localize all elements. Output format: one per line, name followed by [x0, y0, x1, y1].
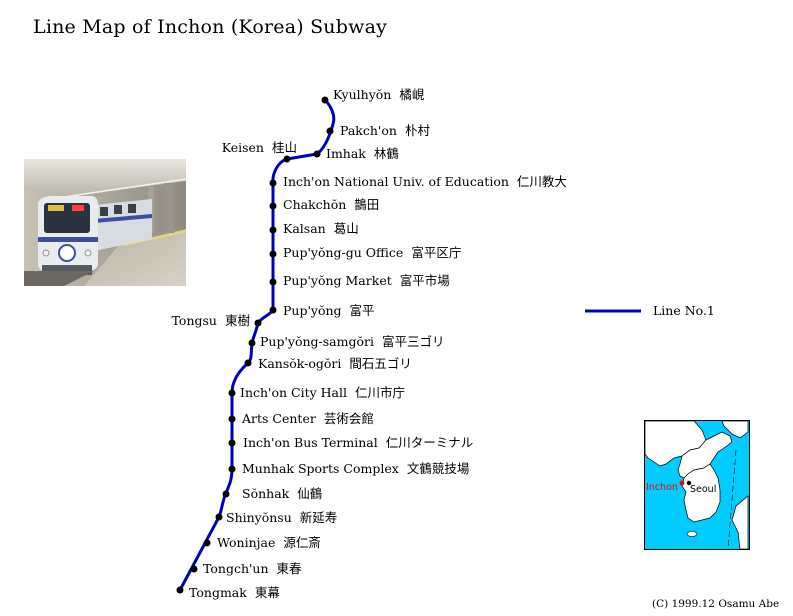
station-dot[interactable] — [222, 490, 230, 498]
korean-peninsula-land — [644, 420, 749, 550]
map-title: Line Map of Inchon (Korea) Subway — [33, 16, 388, 38]
station-dot[interactable] — [228, 439, 236, 447]
station-dot[interactable] — [176, 586, 184, 594]
station-markers — [176, 96, 334, 594]
inset-dashed-boundary — [727, 449, 737, 550]
station-dot[interactable] — [228, 465, 236, 473]
inchon-marker — [679, 480, 685, 486]
station-dot[interactable] — [203, 539, 211, 547]
inset-inchon-label: Inchon — [646, 482, 678, 493]
station-dot[interactable] — [228, 415, 236, 423]
station-dot[interactable] — [215, 513, 223, 521]
train-photo-illustration — [24, 159, 186, 286]
station-dot[interactable] — [269, 202, 277, 210]
station-dot[interactable] — [269, 250, 277, 258]
seoul-marker — [686, 480, 692, 486]
station-dot[interactable] — [313, 150, 321, 158]
copyright-notice: (C) 1999.12 Osamu Abe — [652, 598, 780, 610]
station-dot[interactable] — [326, 127, 334, 135]
station-dot[interactable] — [269, 226, 277, 234]
legend-label: Line No.1 — [653, 303, 715, 318]
station-dot[interactable] — [269, 278, 277, 286]
station-dot[interactable] — [228, 389, 236, 397]
legend: Line No.1 — [585, 303, 715, 318]
korea-inset-map: Inchon Seoul — [644, 420, 750, 550]
station-dot[interactable] — [244, 359, 252, 367]
station-dot[interactable] — [248, 339, 256, 347]
station-dot[interactable] — [269, 306, 277, 314]
station-dot[interactable] — [190, 565, 198, 573]
inset-seoul-label: Seoul — [690, 484, 716, 495]
line-no1-route — [178, 98, 336, 592]
subway-train-photo — [24, 159, 186, 286]
station-dot[interactable] — [254, 319, 262, 327]
station-dot[interactable] — [269, 179, 277, 187]
station-dot[interactable] — [283, 155, 291, 163]
station-dot[interactable] — [321, 96, 329, 104]
